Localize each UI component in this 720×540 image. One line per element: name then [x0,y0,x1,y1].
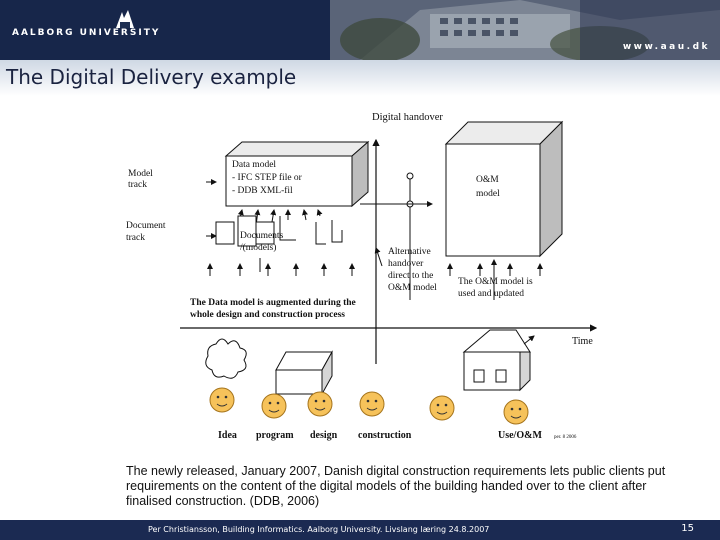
smiley-icon [307,391,333,417]
data-model-label-3: - DDB XML-fil [232,185,293,196]
title-band [0,60,720,96]
smiley-icon [209,387,235,413]
alt-label-2: handover [388,259,424,269]
document-track-label-2: track [126,233,145,243]
digital-delivery-diagram: Digital handover Model track Document tr… [120,104,600,448]
data-model-label-1: Data model [232,160,276,170]
om-updated-label-1: The O&M model is [458,277,533,287]
alt-handover-top-dot [406,172,414,180]
om-model-box [445,143,541,257]
documents-label-1: Documents [240,231,284,241]
slide-title: The Digital Delivery example [6,65,297,89]
diagram-svg: Digital handover Model track Document tr… [126,112,598,441]
smiley-icon [359,391,385,417]
heading-label: Digital handover [372,112,443,123]
university-name: AALBORG UNIVERSITY [12,28,161,38]
om-label-1: O&M [476,175,499,185]
smiley-icon [429,395,455,421]
program-building-icon [275,350,333,396]
footer-bar: Per Christiansson, Building Informatics.… [0,520,720,540]
page-number: 15 [681,523,694,534]
alt-label-4: O&M model [388,283,437,293]
augment-arrows [207,263,543,276]
data-model-box [225,155,353,207]
phase-use: Use/O&M [498,430,542,441]
alt-handover-pointer [374,247,383,267]
augmented-label-2: whole design and construction process [190,310,345,320]
caption-text: The newly released, January 2007, Danish… [126,464,666,508]
model-track-label-1: Model [128,169,153,179]
alt-label-1: Alternative [388,247,431,257]
phase-construction: construction [358,430,412,441]
om-house-icon [462,329,535,392]
data-model-box-top [224,141,370,157]
header-banner: AALBORG UNIVERSITY www.aau.dk [0,0,720,60]
augmented-label-1: The Data model is augmented during the [190,298,356,308]
om-box-side [539,120,563,258]
time-label: Time [572,336,593,347]
footer-text: Per Christiansson, Building Informatics.… [148,525,490,534]
phase-program: program [256,430,294,441]
documents-label-2: /(models) [240,242,276,253]
smiley-icon [261,393,287,419]
site-url[interactable]: www.aau.dk [622,42,710,52]
model-track-label-2: track [128,180,147,190]
phase-design: design [310,430,338,441]
smiley-icon [503,399,529,425]
document-track-label-1: Document [126,221,166,231]
om-updated-label-2: used and updated [458,289,524,299]
idea-cloud-icon [205,338,247,379]
alt-label-3: direct to the [388,271,433,281]
om-label-2: model [476,189,500,199]
aau-logo-icon [116,10,134,28]
campus-photo [0,0,720,60]
documents-stack [215,215,343,247]
small-credit: per. 8 2006 [554,435,577,440]
smiley-faces [209,387,529,425]
data-model-label-2: - IFC STEP file or [232,172,303,183]
phase-idea: Idea [218,430,237,441]
